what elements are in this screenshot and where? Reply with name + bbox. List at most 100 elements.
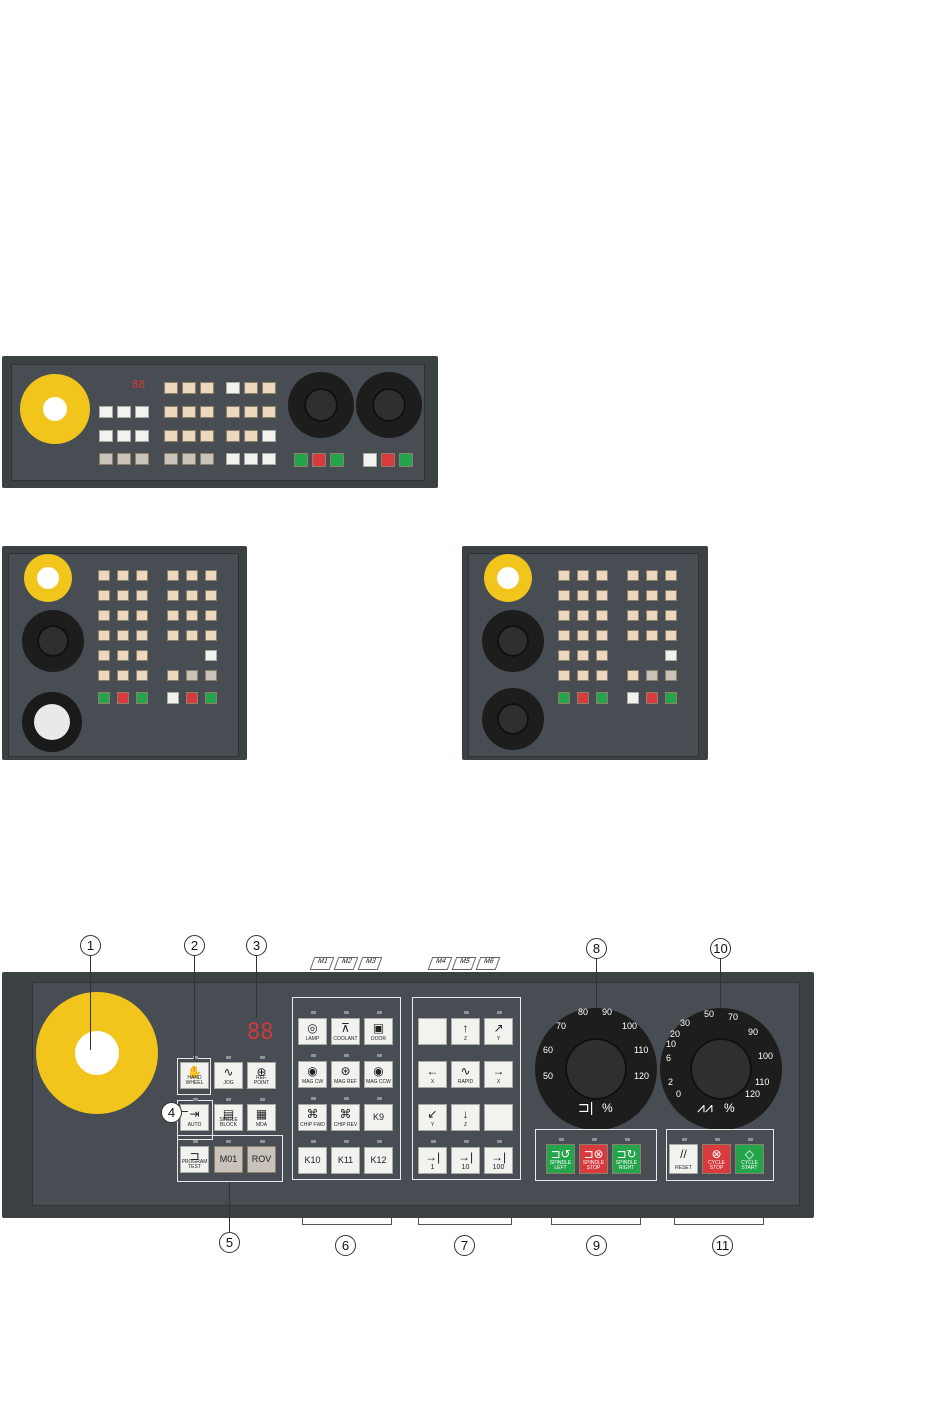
thumb-key[interactable] (665, 692, 677, 704)
thumb-key[interactable] (577, 692, 589, 704)
thumb-key[interactable] (182, 382, 196, 394)
feed-override-dial[interactable] (660, 1008, 782, 1130)
thumb-key[interactable] (646, 570, 658, 581)
thumb-key[interactable] (182, 430, 196, 442)
thumb-key[interactable] (117, 670, 129, 681)
thumb-key[interactable] (117, 453, 131, 465)
thumb-key[interactable] (627, 570, 639, 581)
thumb-key[interactable] (646, 590, 658, 601)
axis-x-plus-key[interactable]: → X (484, 1061, 513, 1088)
thumb-key[interactable] (226, 430, 240, 442)
thumb-key[interactable] (167, 630, 179, 641)
thumb-key[interactable] (167, 692, 179, 704)
thumb-key[interactable] (665, 630, 677, 641)
thumb-key[interactable] (98, 570, 110, 581)
thumb-key[interactable] (205, 590, 217, 601)
axis-blank-key[interactable] (418, 1018, 447, 1045)
thumb-key[interactable] (244, 453, 258, 465)
thumb-key[interactable] (399, 453, 413, 467)
thumb-key[interactable] (262, 382, 276, 394)
mda-key[interactable]: ▦ MDA (247, 1104, 276, 1131)
thumb-key[interactable] (98, 692, 110, 704)
thumb-key[interactable] (200, 406, 214, 418)
thumb-key[interactable] (135, 406, 149, 418)
thumb-key[interactable] (136, 610, 148, 621)
k11-key[interactable]: K11 (331, 1147, 360, 1174)
thumb-key[interactable] (596, 650, 608, 661)
thumb-key[interactable] (558, 650, 570, 661)
emergency-stop-button[interactable] (24, 554, 72, 602)
thumb-key[interactable] (646, 630, 658, 641)
mag-ref-key[interactable]: ⊛ MAG REF (331, 1061, 360, 1088)
thumb-key[interactable] (164, 430, 178, 442)
ref-point-key[interactable]: ⊕ REF. POINT (247, 1062, 276, 1089)
thumb-key[interactable] (117, 692, 129, 704)
thumb-key[interactable] (99, 430, 113, 442)
single-block-key[interactable]: ▤ SINGLE BLOCK (214, 1104, 243, 1131)
thumb-key[interactable] (205, 570, 217, 581)
thumb-key[interactable] (167, 610, 179, 621)
cycle-start-key[interactable]: ◇ CYCLE START (735, 1144, 764, 1174)
thumb-key[interactable] (596, 692, 608, 704)
emergency-stop-button[interactable] (20, 374, 90, 444)
emergency-stop-button[interactable] (36, 992, 158, 1114)
thumb-key[interactable] (205, 650, 217, 661)
thumb-key[interactable] (596, 630, 608, 641)
rov-key[interactable]: ROV (247, 1146, 276, 1173)
thumb-key[interactable] (665, 610, 677, 621)
thumb-key[interactable] (167, 670, 179, 681)
thumb-key[interactable] (186, 670, 198, 681)
thumb-key[interactable] (136, 590, 148, 601)
door-key[interactable]: ▣ DOOR (364, 1018, 393, 1045)
thumb-key[interactable] (558, 570, 570, 581)
thumb-key[interactable] (182, 406, 196, 418)
axis-y-plus-key[interactable]: ↗ Y (484, 1018, 513, 1045)
spindle-left-key[interactable]: ⊐↺ SPINDLE LEFT (546, 1144, 575, 1174)
spindle-right-key[interactable]: ⊐↻ SPINDLE RIGHT (612, 1144, 641, 1174)
thumb-key[interactable] (665, 670, 677, 681)
thumb-key[interactable] (99, 453, 113, 465)
emergency-stop-button[interactable] (484, 554, 532, 602)
thumb-key[interactable] (117, 610, 129, 621)
thumb-key[interactable] (627, 630, 639, 641)
thumb-key[interactable] (200, 430, 214, 442)
thumb-key[interactable] (226, 382, 240, 394)
thumb-key[interactable] (558, 590, 570, 601)
thumb-key[interactable] (205, 692, 217, 704)
feed-override-dial[interactable] (356, 372, 422, 438)
mag-ccw-key[interactable]: ◉ MAG CCW (364, 1061, 393, 1088)
thumb-key[interactable] (627, 590, 639, 601)
feed-override-dial[interactable] (482, 610, 544, 672)
chip-rev-key[interactable]: ⌘ CHIP REV (331, 1104, 360, 1131)
thumb-key[interactable] (262, 453, 276, 465)
increment-100-key[interactable]: →| 100 (484, 1147, 513, 1174)
thumb-key[interactable] (244, 406, 258, 418)
thumb-key[interactable] (117, 630, 129, 641)
thumb-key[interactable] (98, 630, 110, 641)
rapid-key[interactable]: ∿ RAPID (451, 1061, 480, 1088)
spindle-stop-key[interactable]: ⊐⊗ SPINDLE STOP (579, 1144, 608, 1174)
increment-10-key[interactable]: →| 10 (451, 1147, 480, 1174)
axis-z-minus-key[interactable]: ↓ Z (451, 1104, 480, 1131)
thumb-key[interactable] (167, 570, 179, 581)
thumb-key[interactable] (226, 453, 240, 465)
thumb-key[interactable] (205, 630, 217, 641)
thumb-key[interactable] (627, 692, 639, 704)
thumb-key[interactable] (135, 430, 149, 442)
spindle-override-dial[interactable] (288, 372, 354, 438)
thumb-key[interactable] (363, 453, 377, 467)
thumb-key[interactable] (136, 692, 148, 704)
thumb-key[interactable] (167, 590, 179, 601)
thumb-key[interactable] (244, 382, 258, 394)
thumb-key[interactable] (577, 590, 589, 601)
thumb-key[interactable] (200, 453, 214, 465)
axis-x-minus-key[interactable]: ← X (418, 1061, 447, 1088)
thumb-key[interactable] (558, 630, 570, 641)
thumb-key[interactable] (164, 453, 178, 465)
coolant-key[interactable]: ⊼ COOLANT (331, 1018, 360, 1045)
thumb-key[interactable] (117, 570, 129, 581)
feed-override-dial[interactable] (22, 610, 84, 672)
thumb-key[interactable] (136, 630, 148, 641)
thumb-key[interactable] (98, 590, 110, 601)
thumb-key[interactable] (558, 670, 570, 681)
